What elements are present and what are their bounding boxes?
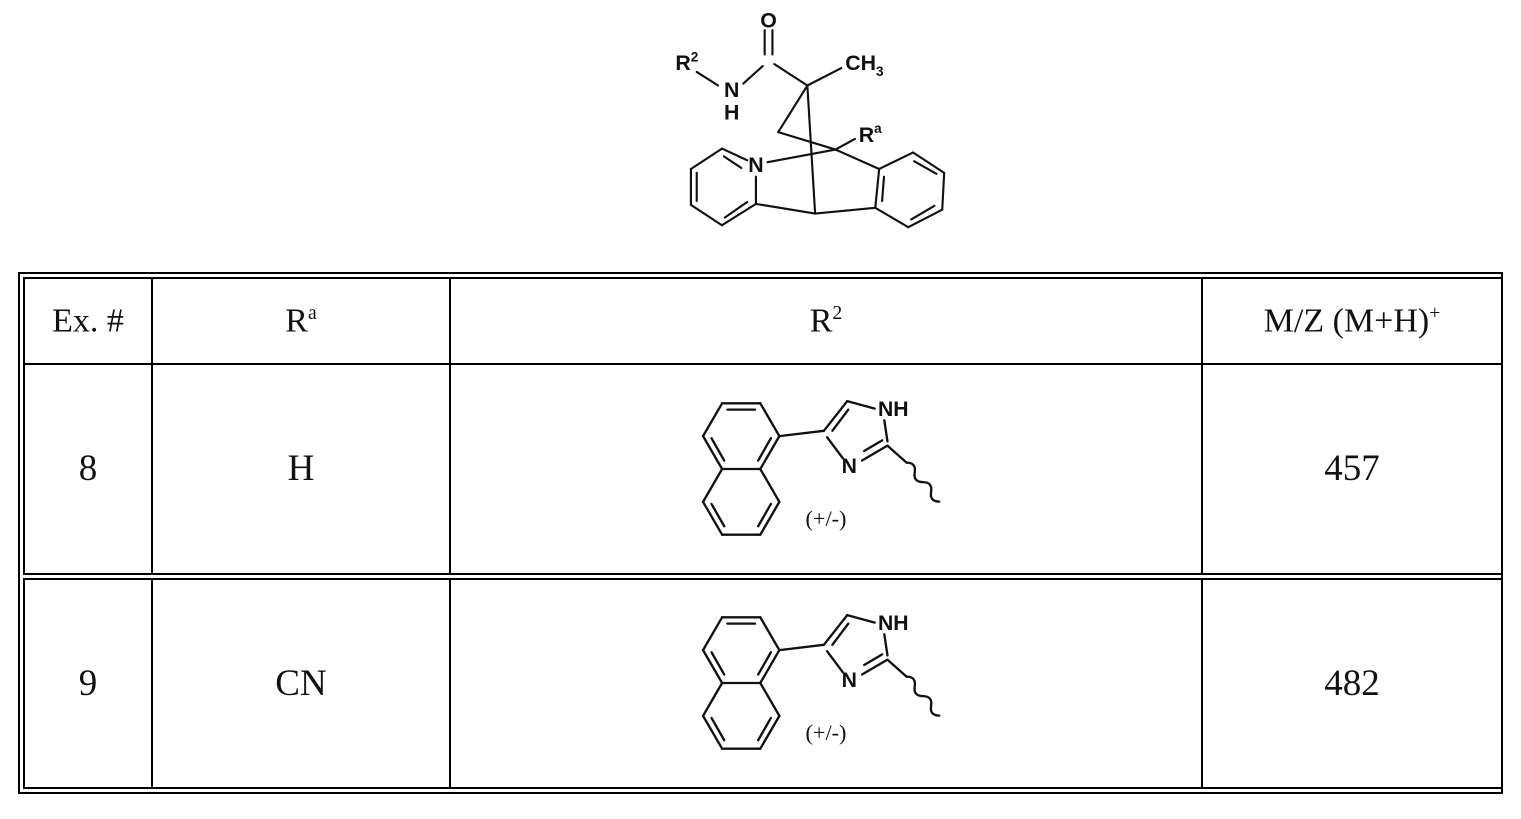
cell-r2-structure: NH N (+/-) [449, 363, 1203, 577]
col-header-r2: R2 [449, 277, 1203, 365]
col-header-r2-label: R [809, 302, 833, 340]
col-header-ra: Ra [151, 277, 451, 365]
substituent-ra-label: Ra [858, 121, 881, 147]
col-header-ra-sup: a [307, 301, 317, 324]
compound-table-frame: Ex. # Ra R2 M/Z (M+H)+ 8 H [18, 272, 1503, 794]
cell-mz-value: 482 [1201, 572, 1503, 789]
col-header-r2-sup: 2 [832, 301, 843, 324]
bond-lines [701, 399, 941, 536]
col-header-mz-sup: + [1429, 301, 1441, 324]
stereo-label: (+/-) [806, 506, 847, 531]
bond-lines [689, 29, 945, 229]
stereo-label: (+/-) [806, 720, 847, 745]
col-header-ra-label: R [285, 302, 308, 340]
methyl-label: CH3 [845, 51, 884, 79]
cell-example-number: 9 [23, 572, 153, 789]
table-header: Ex. # Ra R2 M/Z (M+H)+ [23, 277, 1503, 365]
substituent-r2-label: R2 [675, 49, 698, 75]
compound-table: Ex. # Ra R2 M/Z (M+H)+ 8 H [23, 277, 1503, 789]
imidazole-n-label: N [842, 669, 857, 692]
bond-lines [701, 614, 941, 751]
cell-ra-value: H [151, 363, 451, 577]
col-header-example: Ex. # [23, 277, 153, 365]
cell-mz-value: 457 [1201, 363, 1503, 577]
pyridine-nitrogen-label: N [748, 153, 763, 177]
parent-structure: O N H R2 CH3 Ra N [0, 0, 1521, 266]
imidazole-nh-label: NH [878, 612, 909, 635]
col-header-mz: M/Z (M+H)+ [1201, 277, 1503, 365]
amide-nitrogen-label: N [723, 78, 738, 102]
cell-r2-structure: NH N (+/-) [449, 572, 1203, 789]
attachment-squiggle-bond [905, 675, 941, 718]
parent-structure-drawing: O N H R2 CH3 Ra N [675, 8, 945, 229]
carbonyl-oxygen-label: O [760, 8, 777, 32]
cell-ra-value: CN [151, 572, 451, 789]
patent-page: O N H R2 CH3 Ra N Ex. # Ra R2 M/Z (M+H)+ [0, 0, 1521, 794]
col-header-example-label: Ex. # [52, 302, 124, 340]
amide-hydrogen-label: H [723, 100, 738, 124]
imidazole-nh-label: NH [878, 398, 909, 421]
col-header-mz-label: M/Z (M+H) [1263, 302, 1430, 340]
attachment-squiggle-bond [905, 461, 941, 503]
table-row: 9 CN [23, 572, 1503, 789]
table-row: 8 H [23, 363, 1503, 577]
r2-structure-drawing: NH N (+/-) [701, 612, 941, 751]
cell-example-number: 8 [23, 363, 153, 577]
r2-structure-drawing: NH N (+/-) [701, 398, 941, 536]
imidazole-n-label: N [842, 455, 857, 478]
